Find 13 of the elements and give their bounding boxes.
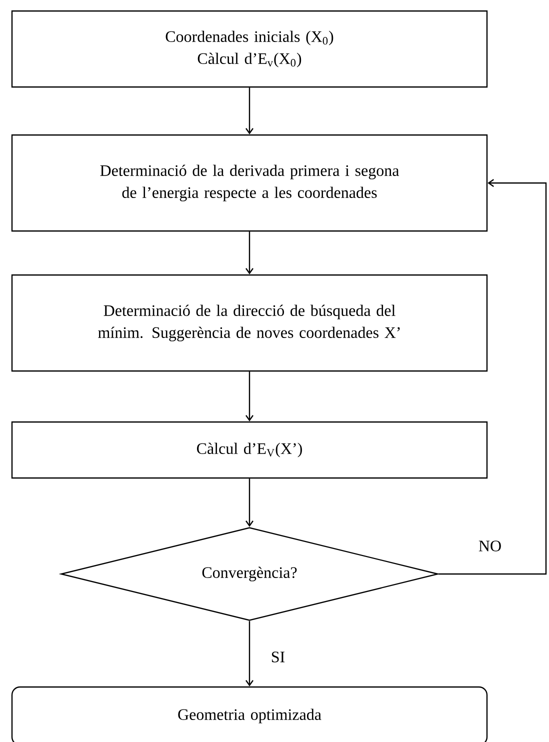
process-box: Coordenades inicials (X$_{0}$) Càlcul d’E$_{v}$(X$_{0}$): [11, 10, 488, 88]
process-box: Determinació de la direcció de búsqueda del mínim. Suggerència de noves coordenades X’: [11, 274, 488, 372]
arrow: [246, 621, 254, 686]
process-box: Determinació de la derivada primera i segona de l’energia respecte a les coordenades: [11, 134, 488, 232]
arrow: [246, 88, 254, 134]
edge-label: SI: [270, 650, 286, 664]
arrow: [246, 232, 254, 274]
arrow: [438, 179, 547, 575]
arrow: [246, 372, 254, 422]
process-box: Càlcul d’E$_{V}$(X’): [11, 421, 488, 479]
edge-label: NO: [477, 540, 503, 552]
arrow: [246, 478, 254, 527]
terminal-box: Geometria optimizada: [11, 686, 488, 742]
